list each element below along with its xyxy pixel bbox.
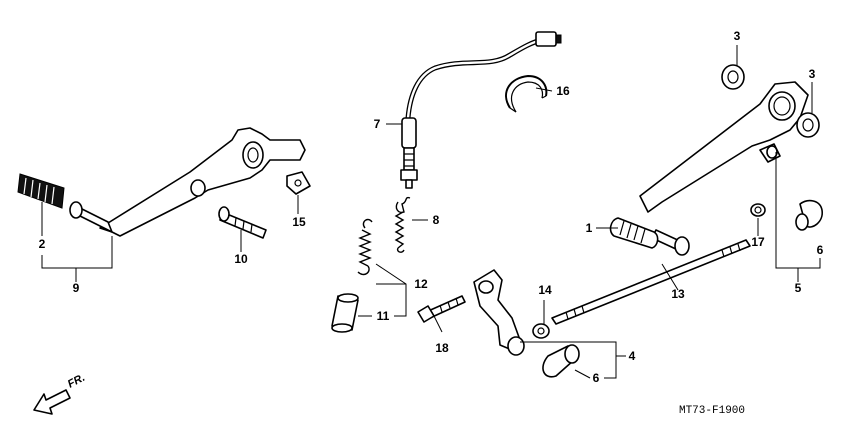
callout-2: 2 [39,237,46,251]
pivot-bolt-10 [218,206,267,239]
callout-6-lower: 6 [593,371,600,385]
nut-17 [750,203,766,217]
callout-labels: 2 9 10 15 7 8 12 11 18 14 4 6 13 16 1 3 … [39,29,824,385]
stop-switch [400,31,562,189]
gearshift-pedal [639,81,809,256]
bolt-18 [417,295,466,323]
callout-1: 1 [586,221,593,235]
front-direction-arrow: FR. [33,372,87,415]
shift-pedal-rubber [609,217,659,249]
brake-pedal [69,127,306,237]
collar-11 [331,293,359,333]
snap-ring-16 [505,74,548,113]
callout-18: 18 [435,341,449,355]
nut-14 [532,323,550,339]
callout-3-top: 3 [734,29,741,43]
ball-joint-6-lower [542,344,580,378]
ball-joint-6-right [795,199,823,231]
callout-15: 15 [292,215,306,229]
callout-8: 8 [433,213,440,227]
brake-pedal-rubber [17,173,65,209]
diagram-code: MT73-F1900 [679,405,745,417]
callout-7: 7 [374,117,381,131]
direction-label: FR. [66,372,87,391]
callout-9: 9 [73,281,80,295]
washer-3-right [796,112,820,138]
ball-joint-right [759,143,781,163]
leader-lines [41,45,821,379]
callout-4: 4 [629,349,636,363]
springs-8-12 [357,196,411,276]
callout-14: 14 [538,283,552,297]
callout-17: 17 [751,235,765,249]
callout-6-right: 6 [817,243,824,257]
callout-3-right: 3 [809,67,816,81]
callout-10: 10 [234,252,248,266]
shift-rod-13 [551,239,751,325]
shift-arm [473,269,525,356]
callout-16: 16 [556,84,570,98]
callout-13: 13 [671,287,685,301]
callout-12: 12 [414,277,428,291]
washer-3-top [721,64,745,90]
clip-15 [286,171,311,195]
callout-11: 11 [377,309,390,323]
callout-5: 5 [795,281,802,295]
